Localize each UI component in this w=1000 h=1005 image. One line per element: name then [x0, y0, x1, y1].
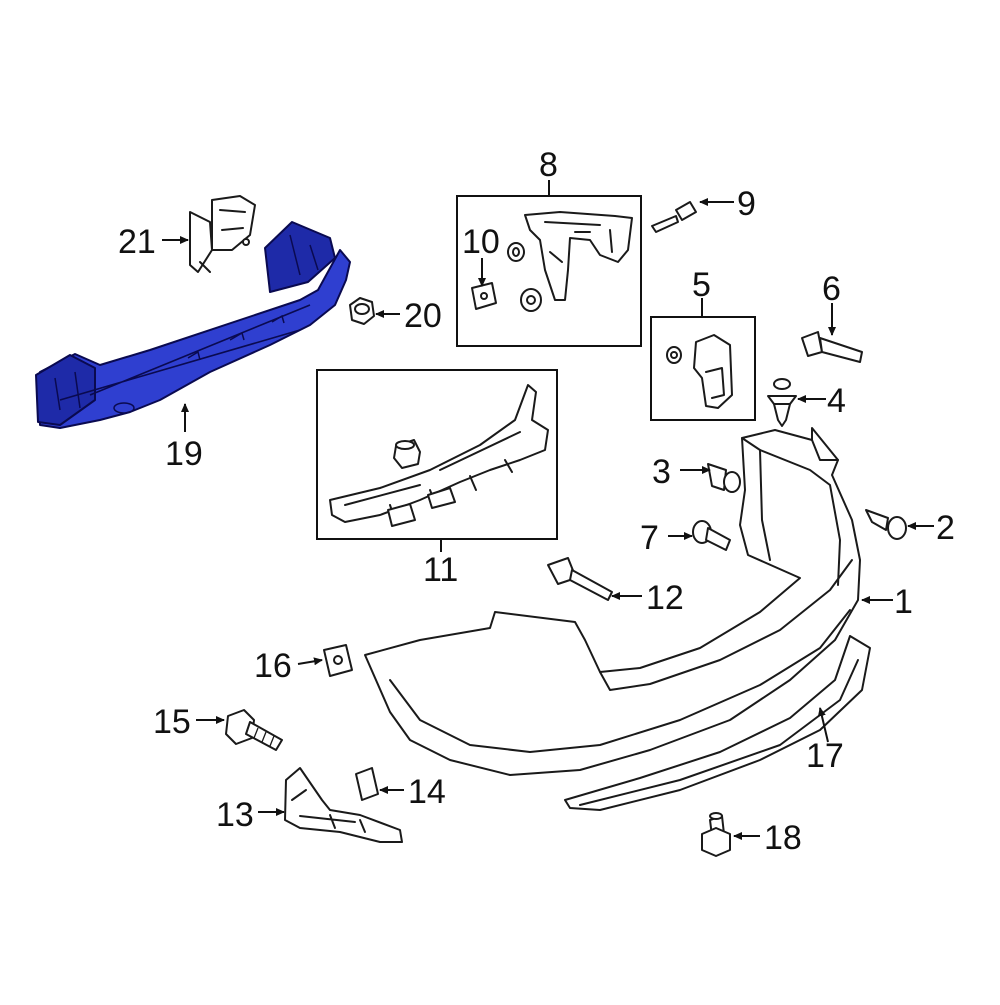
clip-in-box-11[interactable] [393, 439, 421, 469]
callout-12: 12 [646, 579, 684, 617]
nut-part-20[interactable] [349, 297, 375, 325]
callout-19: 19 [165, 435, 203, 473]
fastener-part-3[interactable] [707, 463, 741, 493]
callout-20: 20 [404, 297, 442, 335]
bolt-part-7[interactable] [692, 520, 731, 551]
group-box-11 [316, 369, 558, 540]
callout-3: 3 [652, 453, 671, 491]
callout-7: 7 [640, 519, 659, 557]
clip-part-10[interactable] [471, 282, 497, 310]
callout-4: 4 [827, 382, 846, 420]
spacer-in-box-8[interactable] [507, 242, 542, 312]
bracket-part-13[interactable] [284, 767, 403, 843]
callout-8: 8 [539, 146, 558, 184]
callout-10: 10 [462, 223, 500, 261]
screw-part-2[interactable] [865, 509, 907, 540]
bolt-part-15[interactable] [225, 709, 283, 751]
callout-15: 15 [153, 703, 191, 741]
callout-5: 5 [692, 266, 711, 304]
callout-13: 13 [216, 796, 254, 834]
leader-lines [162, 180, 934, 840]
bracket-part-11[interactable] [329, 384, 549, 527]
callout-18: 18 [764, 819, 802, 857]
clip-part-16[interactable] [323, 644, 353, 677]
reinforcement-bar-part-19[interactable] [35, 221, 351, 429]
valance-part-17[interactable] [564, 635, 871, 811]
callout-21: 21 [118, 223, 156, 261]
screw-part-6[interactable] [801, 331, 863, 363]
pin-part-9[interactable] [651, 201, 697, 233]
callout-11: 11 [423, 551, 458, 589]
bolt-part-18[interactable] [701, 812, 731, 857]
retainer-part-5[interactable] [666, 334, 733, 409]
push-pin-part-4[interactable] [767, 378, 797, 427]
callout-17: 17 [806, 737, 844, 775]
pin-part-12[interactable] [547, 557, 613, 601]
bumper-cover-part-1[interactable] [364, 427, 861, 776]
callout-6: 6 [822, 270, 841, 308]
bracket-part-8[interactable] [524, 211, 633, 301]
callout-16: 16 [254, 647, 292, 685]
callout-14: 14 [408, 773, 446, 811]
clip-part-14[interactable] [355, 767, 379, 801]
bracket-part-21[interactable] [189, 195, 256, 273]
callout-2: 2 [936, 509, 955, 547]
callout-9: 9 [737, 185, 756, 223]
callout-1: 1 [894, 583, 913, 621]
